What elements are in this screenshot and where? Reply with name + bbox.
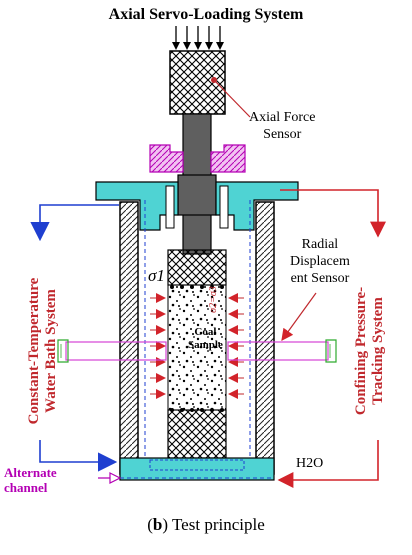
caption-text: Test principle (171, 515, 265, 534)
coal-sample (167, 284, 227, 411)
caption-letter: b (152, 515, 163, 534)
cylinder-wall-left (119, 201, 139, 475)
water-bath-circuit (30, 204, 119, 472)
upper-platen (167, 249, 227, 286)
diagram-title: Axial Servo-Loading System (108, 6, 304, 23)
axial-force-sensor-pointer (213, 79, 251, 118)
axial-load-arrows (172, 26, 224, 50)
sigma-confining-label: σ2=σ3 (207, 286, 219, 313)
radial-sensor-pointer (281, 292, 317, 341)
radial-sensor-label: Radial Displacem ent Sensor (290, 237, 350, 286)
sample-boundary-marks (170, 285, 224, 412)
lower-platen (167, 409, 227, 459)
cylinder-wall-right (255, 201, 275, 475)
magenta-top-cap (149, 144, 184, 173)
confining-pressure-arrows (150, 293, 244, 399)
sigma1-label: σ1 (148, 266, 165, 285)
constant-temperature-label: Constant-Temperature Water Bath System (26, 277, 59, 425)
coal-sample-label: Coal Sample (188, 326, 223, 351)
h2o-label: H2O (296, 456, 324, 471)
alternate-channel-label: Alternate channel (4, 465, 57, 495)
radial-displacement-sensor (57, 339, 337, 363)
confining-pressure-circuit (277, 189, 386, 488)
cyan-top-plate (95, 181, 179, 231)
axial-force-sensor-label: Axial Force Sensor (249, 110, 316, 142)
figure-caption: (b) Test principle (147, 515, 265, 534)
confining-pressure-label: Confining Pressure- Tracking System (353, 286, 386, 416)
